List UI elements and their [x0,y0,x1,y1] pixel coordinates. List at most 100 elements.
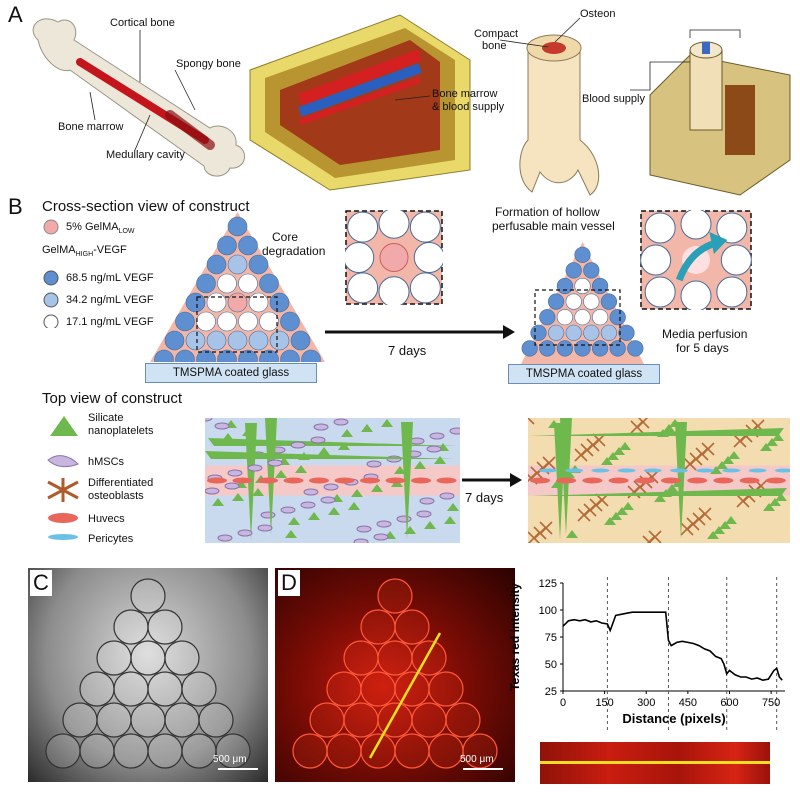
nanoplatelet [663,424,675,432]
hmsc-cell [373,533,389,541]
gel-sphere [248,254,269,275]
x-axis-label: Distance (pixels) [622,711,725,726]
legend-silicate-1: Silicate [88,412,124,424]
gel-sphere [618,324,635,341]
gel-sphere [556,309,574,326]
huvec-cell [309,477,329,484]
legend-hmsc: hMSCs [88,456,125,468]
nanoplatelet [275,470,287,478]
huvec-cell [207,477,227,484]
photo-sphere [147,671,183,707]
osteoblast-cell [698,507,712,521]
nanoplatelet [341,429,353,437]
nanoplatelet [722,456,734,464]
pericyte-cell [539,468,557,473]
gel-sphere [521,340,538,357]
nanoplatelet [531,488,787,496]
cross-section-title: Cross-section view of construct [42,198,250,215]
hmsc-cell [333,418,349,426]
gel-sphere [574,309,591,326]
label-compact-1: Compact [474,28,519,40]
y-tick-label: 75 [545,632,557,644]
gel-sphere [227,330,248,351]
gel-sphere [206,254,227,275]
zoom-sphere [409,211,441,243]
y-tick-label: 50 [545,659,557,671]
gel-sphere [269,292,290,313]
gel-sphere [238,235,258,256]
hmsc-cell [366,460,382,468]
gel-sphere [196,311,216,332]
x-tick-label: 450 [679,697,697,709]
nanoplatelet [707,531,719,539]
photo-sphere [394,609,430,645]
huvec-cell [530,477,550,484]
photo-sphere [394,671,430,707]
top-view-legend-icons [47,416,79,540]
label-formation-1: Formation of hollow [495,205,600,219]
photo-sphere [147,609,183,645]
photo-sphere [96,702,132,738]
nanoplatelet [265,418,277,535]
hmsc-cell [205,418,213,422]
nanoplatelet [222,433,234,441]
nanoplatelet [604,517,616,525]
zoom-sphere [640,244,672,276]
hmsc-cell [205,487,220,495]
x-tick-label: 600 [720,697,738,709]
panel-a-leader-lines [89,17,690,151]
gel-sphere [591,340,609,357]
photo-sphere [360,609,396,645]
swatch-gelma-low [43,219,59,235]
huvec-cell [283,477,304,484]
legend-34-vegf: 34.2 ng/mL VEGF [66,294,154,306]
photo-sphere [428,733,464,769]
zoom-sphere [720,244,752,276]
label-media-1: Media perfusion [662,327,748,341]
osteoblast-cell [528,418,535,425]
arrow-7-days-top [462,473,522,487]
zoom-sphere [680,280,712,310]
hmsc-cell [290,441,306,449]
glass-before: TMSPMA coated glass [145,363,317,383]
zoom-sphere [413,242,443,273]
intensity-line [562,611,783,682]
legend-silicate-2: nanoplatelets [88,425,154,437]
gel-sphere [248,330,269,351]
pericyte-cell [591,468,610,473]
osteon-bone-drawing [519,34,600,196]
x-tick-label: 0 [560,697,566,709]
photo-fluorescence: 500 μm [275,568,515,782]
gel-sphere [583,293,600,310]
nanoplatelet [616,507,628,515]
huvec-cell [556,477,577,484]
zoom-box-before [345,210,443,305]
zoom-sphere [644,276,676,308]
nanoplatelet [760,443,772,451]
gel-sphere [269,330,290,351]
photo-sphere [309,702,345,738]
top-view-before [205,418,460,543]
panel-letter-b: B [8,194,23,219]
gel-sphere [185,330,206,351]
nanoplatelet [607,452,619,460]
photo-sphere [164,702,200,738]
nanoplatelet [566,530,578,538]
huvec-cell [258,477,278,484]
y-tick-label: 25 [545,686,557,698]
dashed-region [196,296,278,353]
gel-sphere [609,340,626,357]
gel-sphere [248,292,269,313]
nanoplatelet [769,498,781,506]
gel-sphere [565,262,582,279]
photo-sphere [394,733,430,769]
legend-osteo-1: Differentiated [88,477,154,489]
gel-sphere [217,349,237,362]
nanoplatelet [371,484,383,492]
gel-sphere [627,340,644,357]
label-formation-2: perfusable main vessel [492,219,615,233]
huvec-cell [360,477,380,484]
nanoplatelet [622,502,634,510]
scale-bar-c: 500 μm [213,754,247,765]
